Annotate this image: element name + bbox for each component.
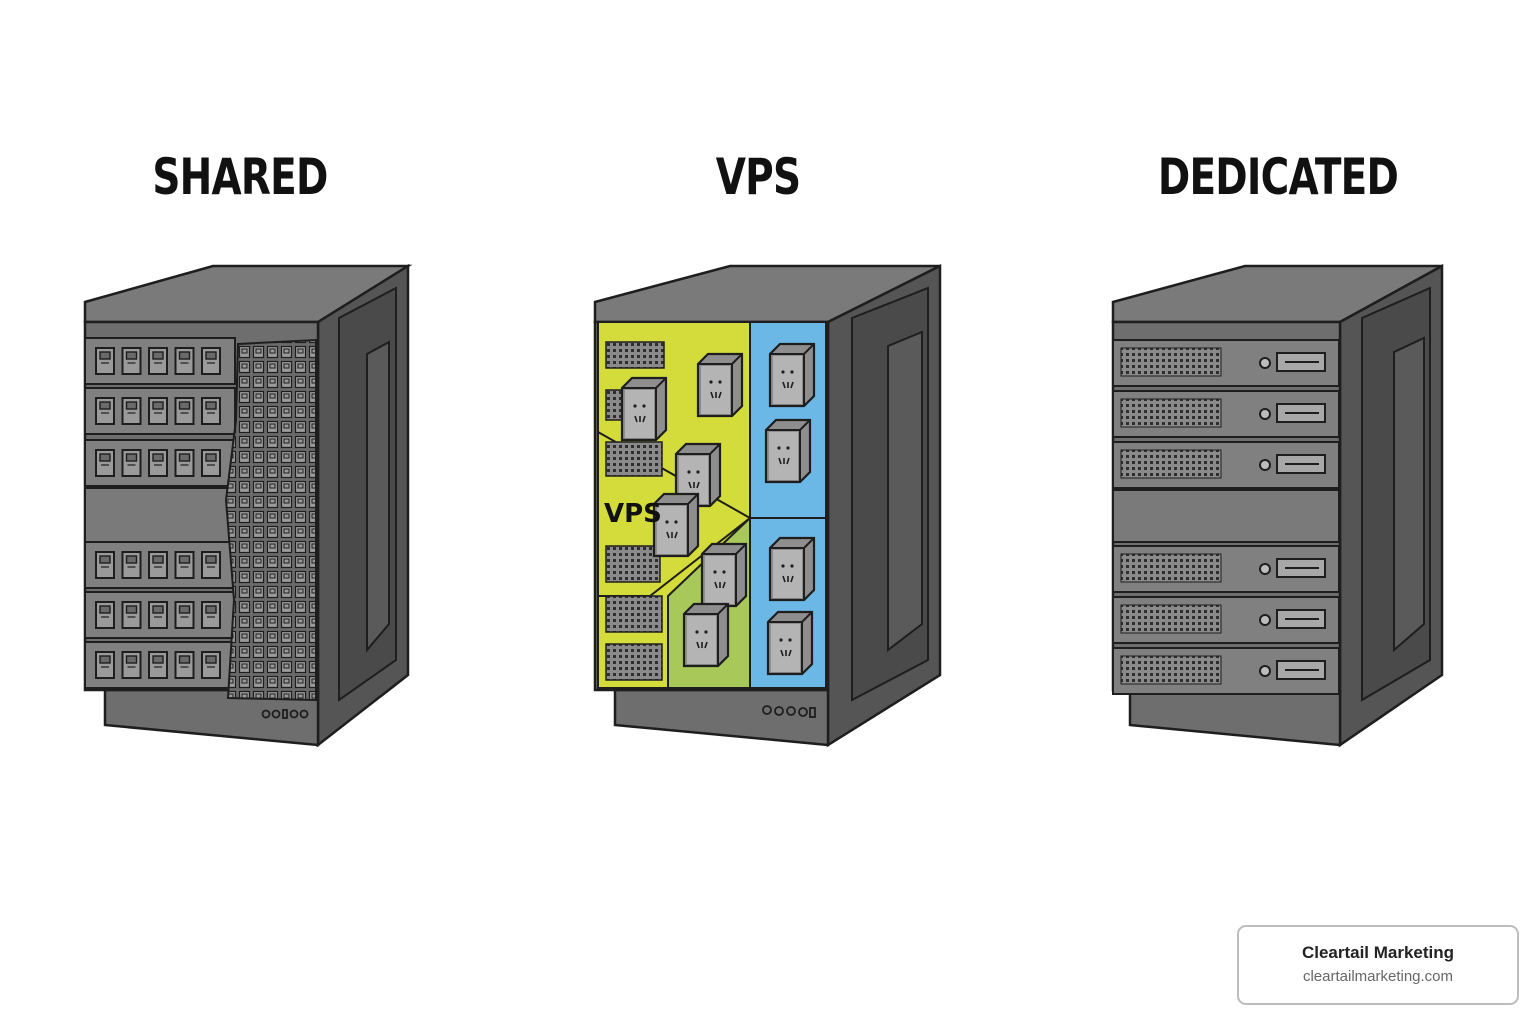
shared-title: SHARED <box>152 148 328 206</box>
vps-container-icon <box>682 602 730 668</box>
drive-bay-icon <box>201 601 221 629</box>
drive-bay-icon <box>121 347 142 375</box>
dedicated-title: DEDICATED <box>1157 148 1399 206</box>
vps-container-icon <box>700 542 748 608</box>
drive-bay-icon <box>174 651 195 679</box>
drive-bay-icon <box>121 651 142 679</box>
drive-bay-icon <box>121 449 142 477</box>
vps-title: VPS <box>715 148 801 206</box>
drive-bay-icon <box>201 651 221 679</box>
vps-container-icon <box>768 536 816 602</box>
drive-bay-icon <box>95 601 115 629</box>
drive-bay-icon <box>95 551 115 579</box>
drive-bay-icon <box>121 551 142 579</box>
vps-container-icon <box>696 352 744 418</box>
drive-bay-icon <box>201 449 221 477</box>
drive-bay-icon <box>95 449 115 477</box>
drive-bay-icon <box>174 347 195 375</box>
drive-bay-icon <box>201 551 221 579</box>
drive-bay-icon <box>201 347 221 375</box>
drive-bay-icon <box>174 551 195 579</box>
vps-container-icon <box>620 376 668 442</box>
drive-bay-icon <box>174 449 195 477</box>
dedicated-server-rack <box>1111 263 1444 748</box>
drive-bay-icon <box>148 397 168 425</box>
drive-bay-icon <box>201 397 221 425</box>
drive-bay-icon <box>121 601 142 629</box>
drive-bay-icon <box>95 651 115 679</box>
drive-bay-icon <box>148 347 168 375</box>
brand-url: cleartailmarketing.com <box>1302 968 1454 985</box>
brand-name: Cleartail Marketing <box>1301 943 1455 962</box>
drive-bay-icon <box>95 347 115 375</box>
drive-bay-icon <box>148 449 168 477</box>
drive-bay-icon <box>174 601 195 629</box>
vps-server-rack: VPS <box>593 263 942 748</box>
shared-server-rack <box>83 263 413 748</box>
vps-partition-label: VPS <box>604 499 662 529</box>
drive-bay-icon <box>148 651 168 679</box>
drive-bay-icon <box>148 551 168 579</box>
vps-container-icon <box>766 610 814 676</box>
brand-card: Cleartail Marketing cleartailmarketing.c… <box>1237 925 1519 1005</box>
drive-bay-icon <box>148 601 168 629</box>
vps-container-icon <box>764 418 812 484</box>
drive-bay-icon <box>121 397 142 425</box>
drive-bay-icon <box>95 397 115 425</box>
drive-bay-icon <box>174 397 195 425</box>
vps-container-icon <box>768 342 816 408</box>
